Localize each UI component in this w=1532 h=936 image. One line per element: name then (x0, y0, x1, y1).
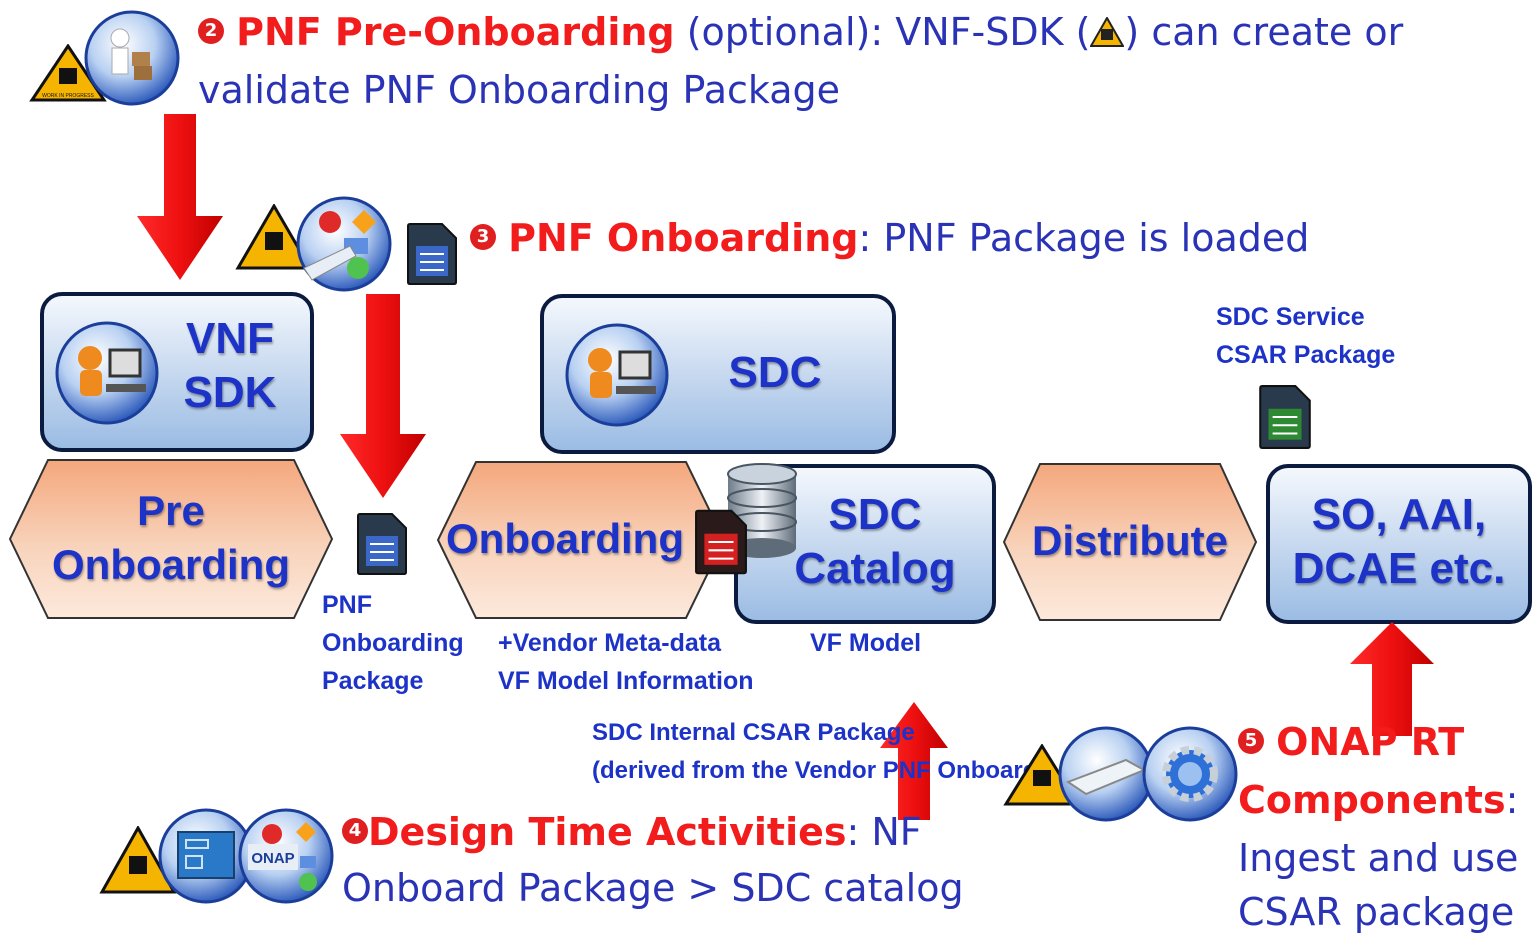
step4-title: Design Time Activities (368, 810, 847, 854)
step5-number: 5 (1238, 727, 1264, 754)
step3-line: 3 PNF Onboarding: PNF Package is loaded (470, 214, 1309, 262)
sdc-catalog-label: SDC Catalog (794, 490, 956, 593)
vendor-metadata-label: +Vendor Meta-data VF Model Information (498, 629, 754, 695)
pre-onboarding-hexagon (8, 459, 334, 619)
step3-title: PNF Onboarding (508, 216, 859, 260)
step5-line3: Ingest and use (1238, 836, 1519, 880)
distribute-label: Distribute (1031, 517, 1228, 564)
document-icon (357, 513, 407, 575)
step5-line4: CSAR package (1238, 890, 1515, 934)
step5-title: Components (1238, 778, 1506, 822)
step5-line2: Components: (1238, 778, 1519, 822)
step2-number: 2 (198, 17, 224, 44)
so-aai-label: SO, AAI, DCAE etc. (1292, 490, 1506, 593)
step4-number: 4 (342, 817, 368, 844)
arrow-down-1 (137, 114, 223, 280)
green-document-icon (1259, 385, 1311, 449)
work-in-progress-icon (235, 204, 313, 270)
server-icon (1058, 726, 1154, 822)
onap-logo-text: ONAP (251, 850, 294, 867)
onboarding-hexagon (436, 461, 726, 619)
red-document-icon (695, 509, 747, 575)
step2-line2: validate PNF Onboarding Package (198, 68, 841, 112)
step5-line1: 5 ONAP RT (1238, 718, 1464, 766)
distribute-hexagon (1002, 463, 1258, 621)
step4-line2: Onboard Package > SDC catalog (342, 866, 964, 910)
work-in-progress-icon: WORK IN PROGRESS (29, 44, 107, 102)
computer-user-icon (55, 321, 159, 425)
so-aai-box (1266, 464, 1532, 624)
document-icon (407, 223, 457, 285)
warning-icon (1089, 15, 1126, 47)
onap-workflow-icon: ONAP (238, 808, 334, 904)
delivery-person-icon (84, 10, 180, 106)
step2-text-a: (optional): VNF-SDK ( (674, 10, 1091, 54)
step2-text-b: ) can create or (1124, 10, 1404, 54)
computer-user-icon (565, 323, 669, 427)
onboarding-label: Onboarding (446, 515, 684, 562)
sdc-label: SDC (728, 348, 822, 397)
vnf-sdk-label: VNF SDK (183, 314, 277, 417)
workflow-icon (296, 196, 392, 292)
pnf-package-label: PNF Onboarding Package (322, 591, 464, 695)
wip-text: WORK IN PROGRESS (42, 93, 94, 99)
arrow-up-so (1350, 622, 1434, 736)
sdc-service-label: SDC Service CSAR Package (1216, 303, 1396, 369)
arrow-up-sdc (880, 702, 948, 820)
step2-line1: 2 PNF Pre-Onboarding (optional): VNF-SDK… (198, 8, 1403, 56)
pre-onboarding-label: Pre Onboarding (52, 487, 290, 588)
design-board-icon (158, 808, 254, 904)
step3-number: 3 (470, 223, 496, 250)
work-in-progress-icon (99, 826, 177, 894)
gear-icon (1142, 726, 1238, 822)
step3-text: : PNF Package is loaded (858, 216, 1310, 260)
step2-title: PNF Pre-Onboarding (236, 10, 675, 54)
vf-model-label: VF Model (810, 629, 922, 657)
arrow-down-2 (340, 294, 426, 498)
